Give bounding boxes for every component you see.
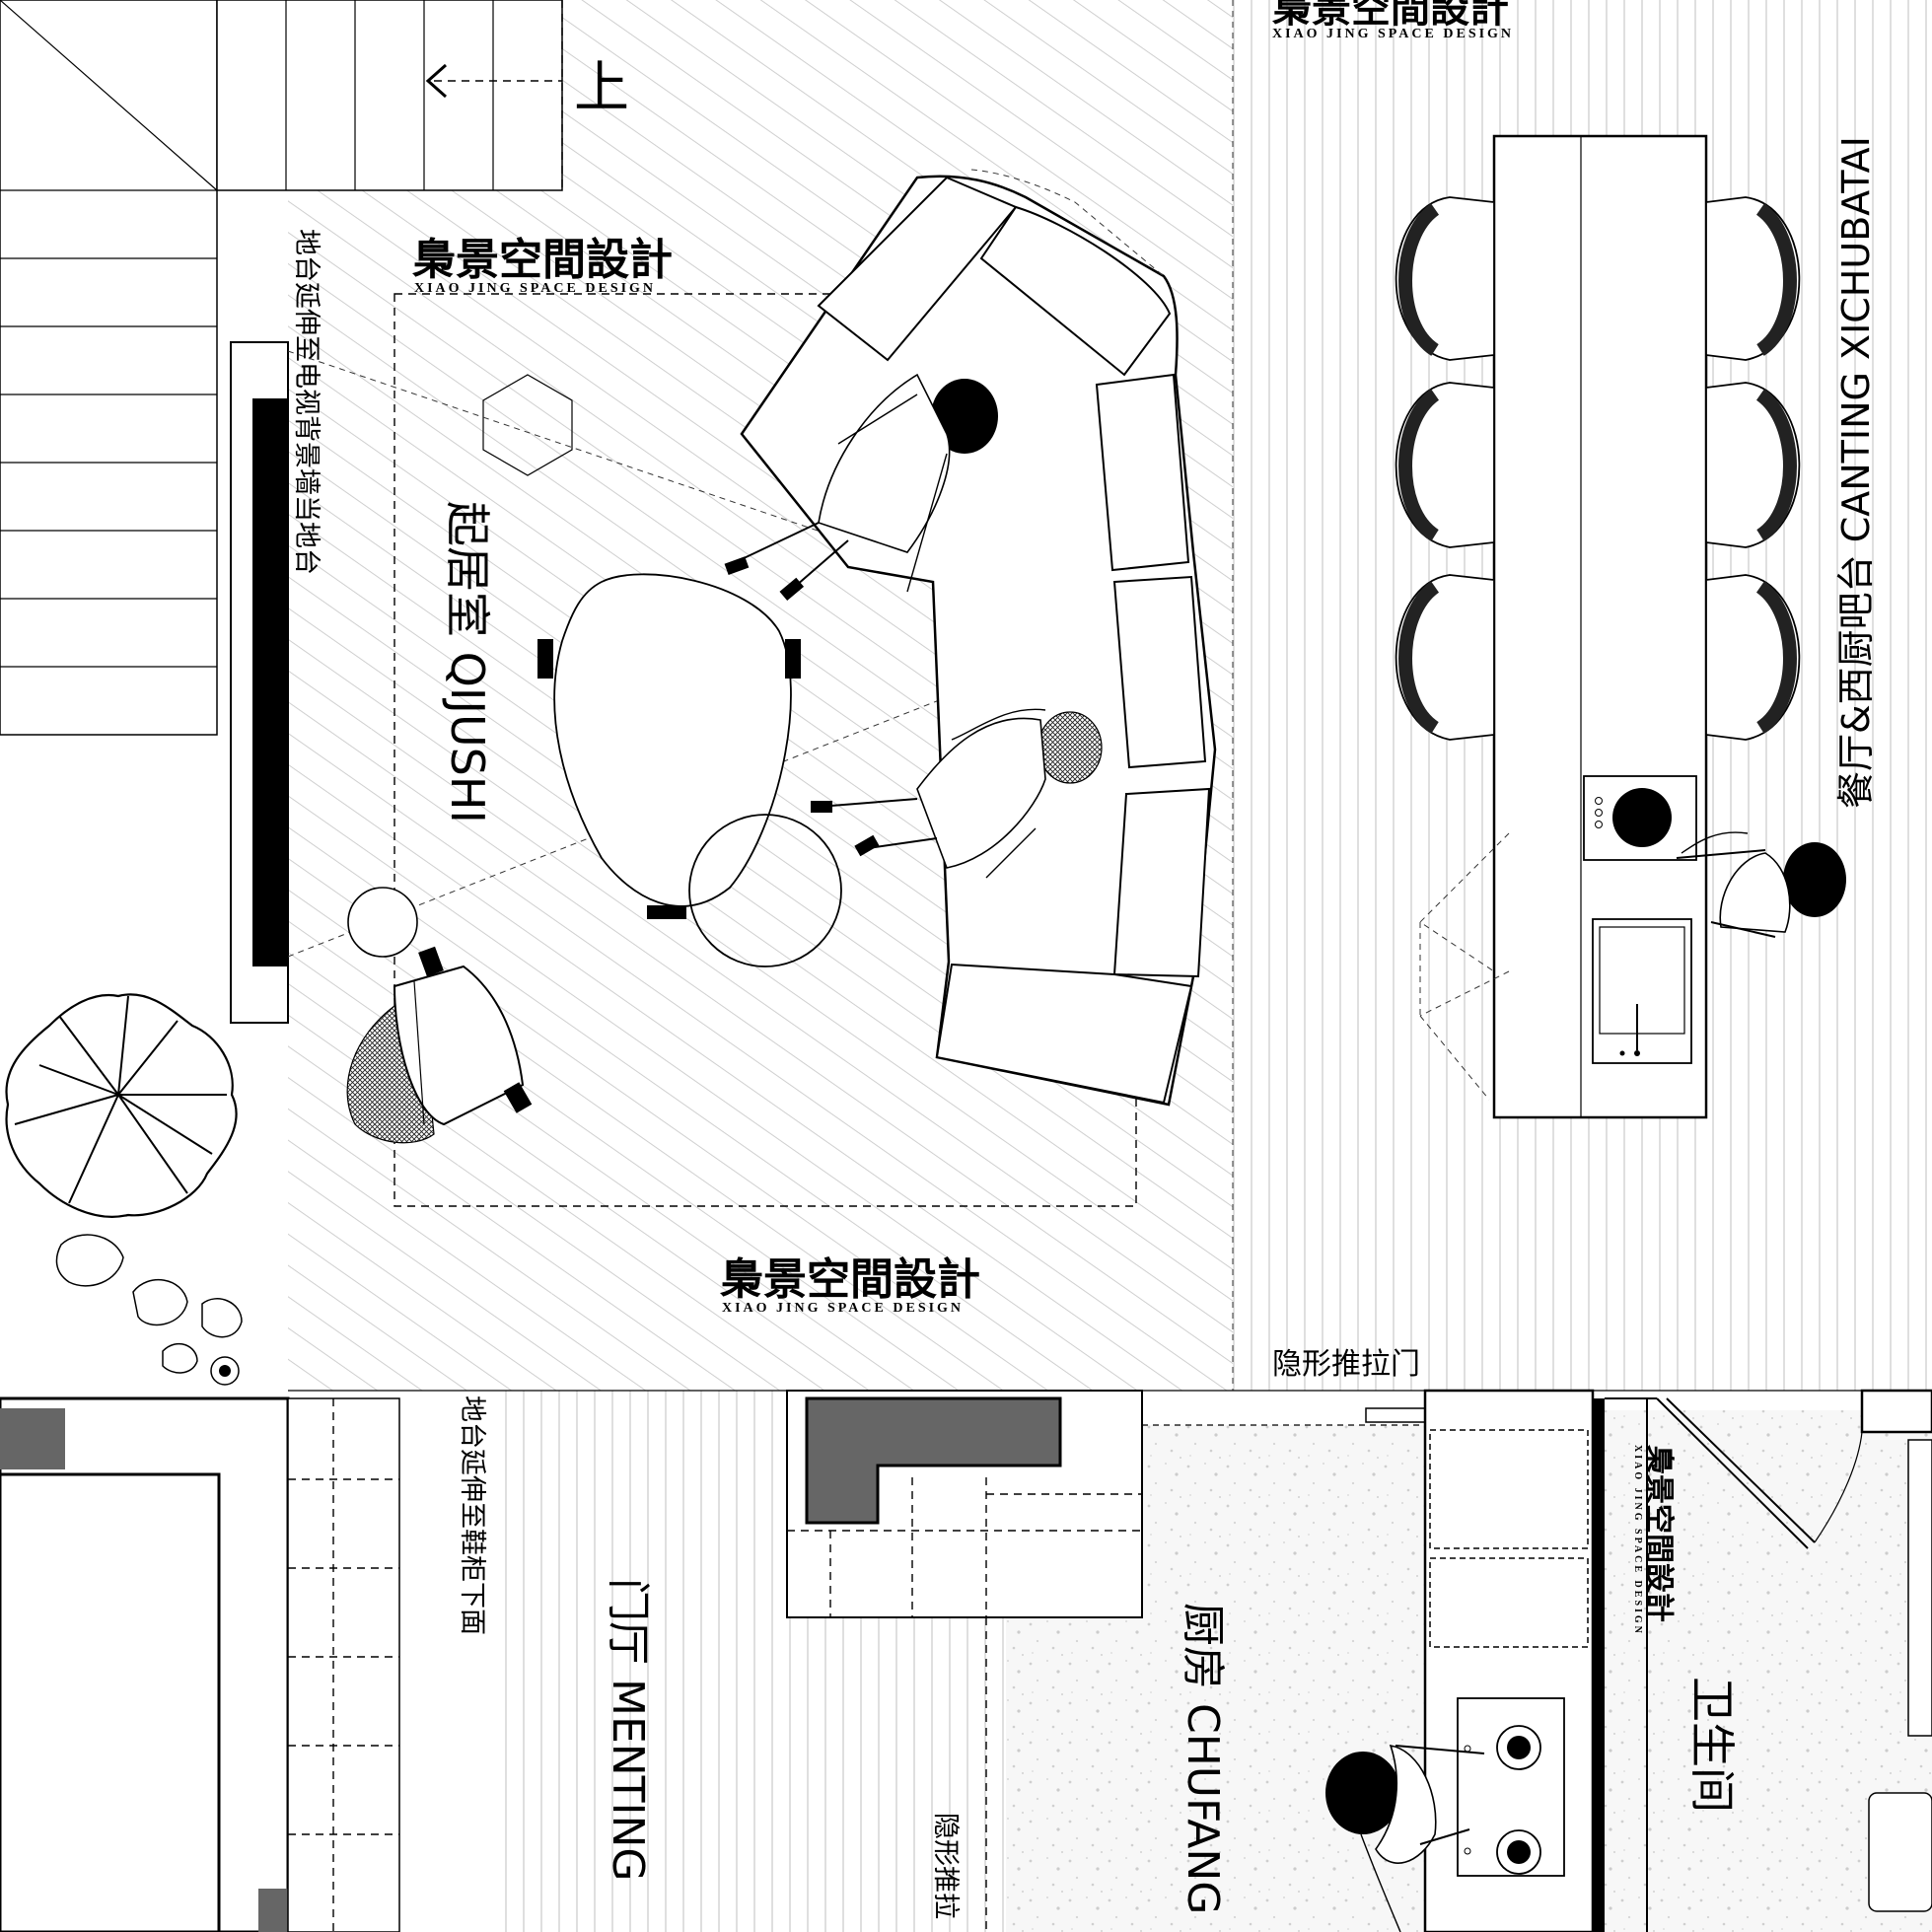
logo-top: 梟景空間設計 XIAO JING SPACE DESIGN — [1271, 0, 1514, 41]
svg-text:XIAO JING SPACE DESIGN: XIAO JING SPACE DESIGN — [1632, 1445, 1643, 1636]
rug-outline — [394, 293, 1137, 1207]
svg-text:XIAO JING SPACE DESIGN: XIAO JING SPACE DESIGN — [1272, 27, 1514, 41]
svg-text:XIAO JING SPACE DESIGN: XIAO JING SPACE DESIGN — [414, 281, 656, 296]
person-icon — [811, 708, 1103, 879]
arrow-left-icon — [425, 63, 447, 99]
hexagon-lamp-icon — [482, 374, 573, 476]
svg-text:梟景空間設計: 梟景空間設計 — [411, 235, 673, 285]
foyer-cabinet — [786, 1390, 1143, 1618]
person-icon — [1325, 1744, 1485, 1932]
coffee-table — [537, 573, 842, 967]
rock-icon — [55, 1234, 243, 1386]
sliding-door-top-label: 隐形推拉门 — [1272, 1347, 1420, 1382]
bathroom-label: 卫生间 — [1685, 1677, 1739, 1813]
side-table — [347, 887, 418, 958]
person-icon — [724, 373, 998, 602]
kitchen-label: 厨房 CHUFANG — [1178, 1603, 1228, 1914]
stove-icon — [1457, 1697, 1565, 1877]
sectional-sofa — [740, 169, 1217, 1107]
foyer-label: 门厅 MENTING — [603, 1578, 653, 1882]
washing-machine-icon — [1583, 775, 1697, 861]
svg-text:梟景空間設計: 梟景空間設計 — [719, 1254, 980, 1305]
entrance-block — [0, 1396, 400, 1932]
tv-platform — [230, 341, 289, 1024]
tv-note-label: 地台延伸至电视背景墙当地台 — [291, 229, 322, 575]
person-icon — [1676, 831, 1846, 938]
bathroom-fixtures — [1868, 1439, 1932, 1912]
sink-icon — [1592, 918, 1692, 1064]
dining-label: 餐厅&西厨吧台 CANTING XICHUBATAI — [1834, 136, 1878, 809]
island-door-swing — [1419, 832, 1510, 1101]
svg-text:XIAO JING SPACE DESIGN: XIAO JING SPACE DESIGN — [722, 1301, 964, 1316]
living-room-label: 起居室 QIJUSHI — [441, 501, 494, 823]
stairs-up-label: 上 — [574, 56, 629, 120]
shoe-note-label: 地台延伸至鞋柜下面 — [457, 1395, 487, 1635]
staircase: 上 — [0, 0, 629, 736]
tree-icon — [5, 993, 238, 1218]
lounge-chair — [346, 946, 533, 1144]
logo-center: 梟景空間設計 XIAO JING SPACE DESIGN — [719, 1254, 980, 1316]
logo-bathroom: 梟景空間設計 XIAO JING SPACE DESIGN — [1632, 1444, 1676, 1636]
svg-text:梟景空間設計: 梟景空間設計 — [1271, 0, 1509, 32]
bathroom-walls — [1593, 1389, 1932, 1932]
logo-living: 梟景空間設計 XIAO JING SPACE DESIGN — [411, 235, 673, 296]
sliding-door-bottom-label: 隐形推拉 — [930, 1813, 961, 1919]
